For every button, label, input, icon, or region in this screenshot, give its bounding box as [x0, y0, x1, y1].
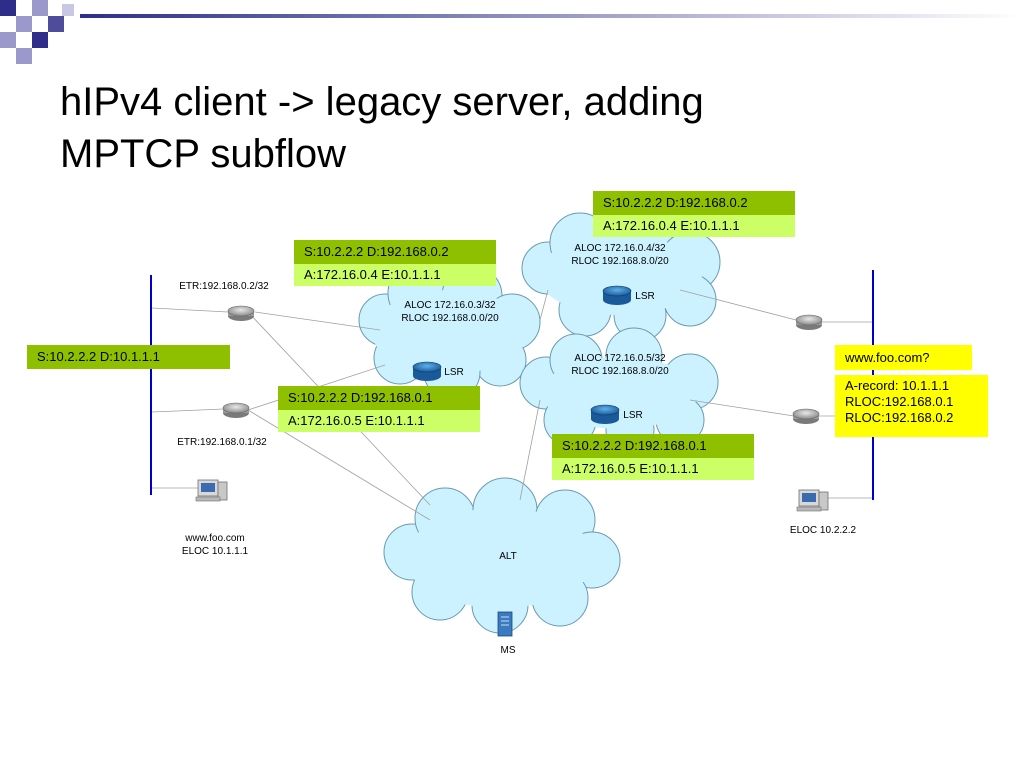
slide-title: hIPv4 client -> legacy server, adding MP…	[60, 80, 704, 176]
cloud-top-right-rloc: RLOC 192.168.8.0/20	[571, 256, 669, 267]
cloud-mid-rloc: RLOC 192.168.0.0/20	[401, 313, 499, 324]
client-eloc-label: ELOC 10.2.2.2	[789, 525, 857, 536]
packet-right-low: S:10.2.2.2 D:192.168.0.1 A:172.16.0.5 E:…	[552, 434, 754, 480]
packet-mid-top-inner: A:172.16.0.4 E:10.1.1.1	[294, 264, 496, 286]
cloud-right-aloc: ALOC 172.16.0.5/32	[574, 353, 666, 364]
lsr-router-icon-mid	[412, 361, 442, 381]
etr-top-label: ETR:192.168.0.2/32	[179, 281, 269, 292]
router-icon-etr-top	[227, 305, 255, 321]
cloud-alt	[383, 477, 621, 634]
packet-top-right-inner: A:172.16.0.4 E:10.1.1.1	[593, 215, 795, 237]
packet-mid-top-header: S:10.2.2.2 D:192.168.0.2	[294, 240, 496, 264]
packet-left-header: S:10.2.2.2 D:10.1.1.1	[27, 345, 230, 369]
server-eloc-label: ELOC 10.1.1.1	[181, 546, 249, 557]
packet-mid-low-header: S:10.2.2.2 D:192.168.0.1	[278, 386, 480, 410]
cloud-top-right-aloc: ALOC 172.16.0.4/32	[574, 243, 666, 254]
client-computer-icon	[796, 489, 829, 512]
packet-right-low-header: S:10.2.2.2 D:192.168.0.1	[552, 434, 754, 458]
cloud-top-right	[521, 205, 721, 342]
etr-bottom-label: ETR:192.168.0.1/32	[177, 437, 267, 448]
cloud-mid-lsr-label: LSR	[444, 367, 464, 378]
router-icon-etr-bottom	[222, 402, 250, 418]
cloud-right-rloc: RLOC 192.168.8.0/20	[571, 366, 669, 377]
server-name-label: www.foo.com	[185, 533, 245, 544]
packet-right-low-inner: A:172.16.0.5 E:10.1.1.1	[552, 458, 754, 480]
dns-query-box: www.foo.com?	[835, 345, 972, 370]
lsr-router-icon-top-right	[602, 285, 632, 305]
dns-query-text: www.foo.com?	[845, 350, 930, 365]
slide-decoration	[0, 0, 1024, 64]
dns-answer-line: A-record: 10.1.1.1	[845, 378, 950, 393]
map-server-icon	[497, 611, 513, 637]
cloud-right-lsr-label: LSR	[623, 410, 643, 421]
dns-answer-box: A-record: 10.1.1.1 RLOC:192.168.0.1 RLOC…	[835, 375, 988, 437]
ms-label: MS	[500, 645, 516, 656]
router-icon-right-bottom	[792, 408, 820, 424]
alt-label: ALT	[499, 551, 517, 562]
cloud-top-right-lsr-label: LSR	[635, 291, 655, 302]
lsr-router-icon-right	[590, 404, 620, 424]
packet-mid-top: S:10.2.2.2 D:192.168.0.2 A:172.16.0.4 E:…	[294, 240, 496, 286]
packet-mid-low: S:10.2.2.2 D:192.168.0.1 A:172.16.0.5 E:…	[278, 386, 480, 432]
packet-mid-low-inner: A:172.16.0.5 E:10.1.1.1	[278, 410, 480, 432]
router-icon-right-top	[795, 314, 823, 330]
packet-left: S:10.2.2.2 D:10.1.1.1	[27, 345, 230, 369]
packet-top-right-header: S:10.2.2.2 D:192.168.0.2	[593, 191, 795, 215]
server-computer-icon	[195, 479, 228, 502]
cloud-mid-aloc: ALOC 172.16.0.3/32	[404, 300, 496, 311]
dns-answer-line: RLOC:192.168.0.2	[845, 410, 954, 425]
dns-answer-line: RLOC:192.168.0.1	[845, 394, 954, 409]
packet-top-right: S:10.2.2.2 D:192.168.0.2 A:172.16.0.4 E:…	[593, 191, 795, 237]
